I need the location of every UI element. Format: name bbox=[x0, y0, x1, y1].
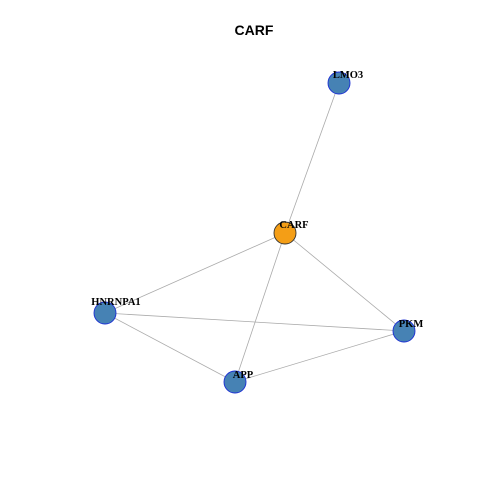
node-label-lmo3: LMO3 bbox=[333, 70, 363, 81]
edges-layer bbox=[104, 82, 405, 383]
node-pkm[interactable] bbox=[392, 319, 416, 343]
node-label-hnrnpa1: HNRNPA1 bbox=[91, 297, 140, 308]
edge-carf-pkm bbox=[284, 232, 405, 332]
node-carf[interactable] bbox=[273, 221, 297, 245]
edge-app-pkm bbox=[234, 330, 405, 383]
edge-carf-hnrnpa1 bbox=[104, 232, 286, 314]
edge-carf-lmo3 bbox=[284, 82, 340, 234]
edge-carf-app bbox=[234, 232, 286, 383]
node-hnrnpa1[interactable] bbox=[93, 301, 117, 325]
node-label-pkm: PKM bbox=[399, 319, 424, 330]
node-label-carf: CARF bbox=[279, 220, 308, 231]
edge-hnrnpa1-pkm bbox=[104, 312, 405, 332]
node-label-app: APP bbox=[233, 370, 254, 381]
node-app[interactable] bbox=[223, 370, 247, 394]
node-lmo3[interactable] bbox=[327, 71, 351, 95]
edge-hnrnpa1-app bbox=[104, 312, 236, 383]
graph-title: CARF bbox=[235, 22, 274, 38]
